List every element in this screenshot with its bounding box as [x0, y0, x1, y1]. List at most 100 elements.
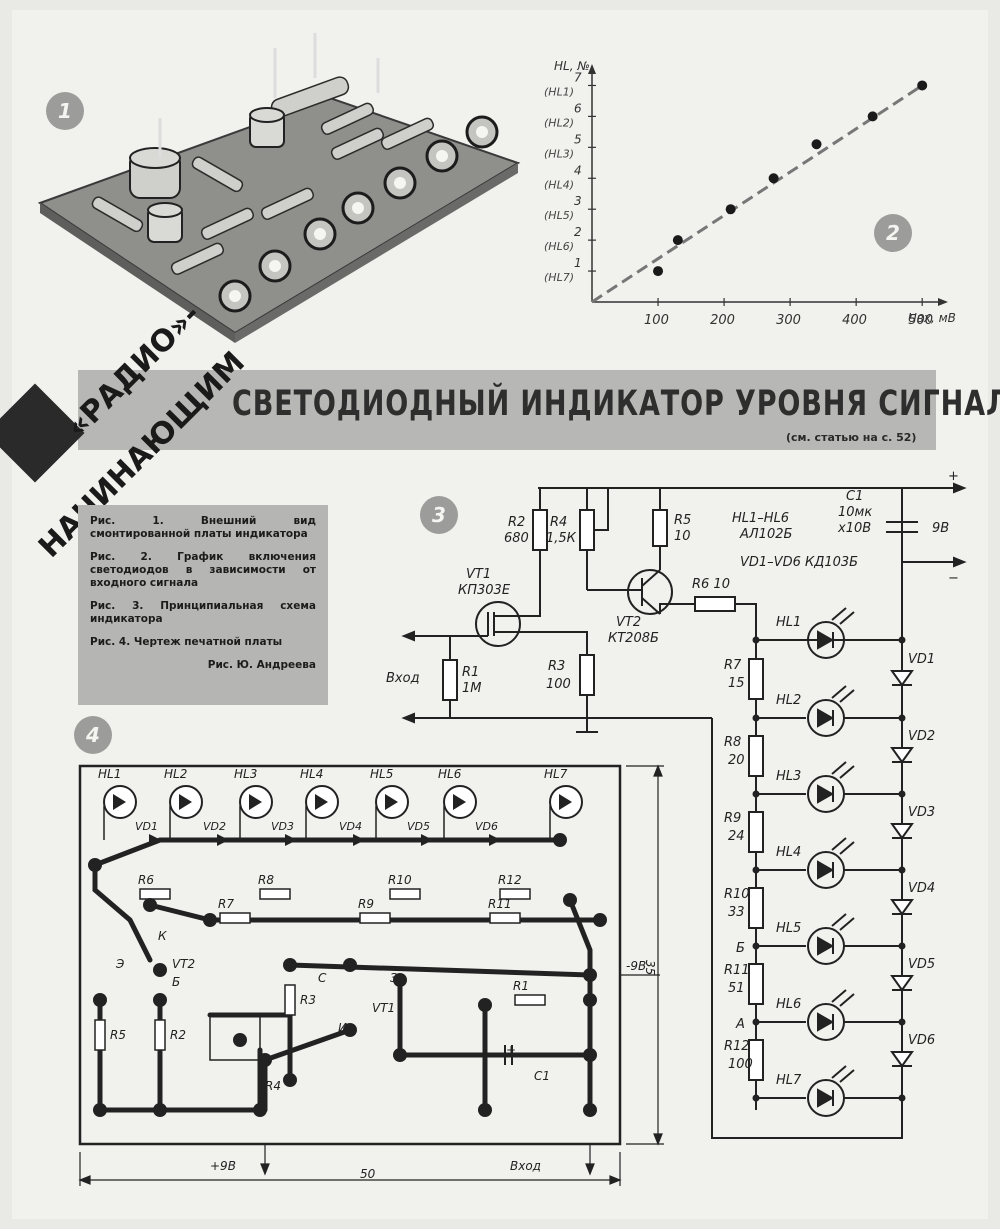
pcb-resistor — [359, 912, 391, 924]
pcb-diode-label: VD5 — [407, 820, 430, 833]
pcb-pad — [93, 1103, 107, 1117]
pcb-resistor — [154, 1019, 166, 1051]
supply-label: 9В — [932, 521, 949, 536]
ladder-resistor — [748, 811, 764, 853]
pcb-diode — [421, 834, 433, 846]
led-ray — [831, 1065, 847, 1079]
ladder-resistor-label: R7 — [724, 658, 742, 673]
ladder-resistor-value: 20 — [728, 753, 745, 768]
pcb-resistor-label: R1 — [513, 979, 529, 993]
pcb-resistor-label: R11 — [488, 897, 512, 911]
led-ray — [839, 841, 855, 855]
data-point — [653, 266, 664, 277]
pcb-pad — [343, 958, 357, 972]
pcb-pad — [583, 968, 597, 982]
y-tick-label: 1 — [574, 256, 582, 270]
led-label: HL6 — [776, 997, 801, 1012]
pcb-plus9: +9В — [210, 1159, 236, 1173]
pcb-led-label: HL3 — [234, 767, 257, 781]
ladder-resistor-value: 100 — [728, 1057, 753, 1072]
led-triangle — [817, 1088, 835, 1108]
x-axis-label: Uвх, мВ — [908, 311, 956, 325]
pcb-diode — [217, 834, 229, 846]
led-ray — [839, 1069, 855, 1083]
led-triangle — [817, 1012, 835, 1032]
diode-label: VD4 — [908, 881, 935, 896]
ladder-resistor-value: 33 — [728, 905, 745, 920]
junction-dot — [752, 636, 760, 644]
fig1-number: 1 — [46, 92, 84, 130]
pcb-resistor-label: R8 — [258, 873, 274, 887]
plus-label: + — [948, 470, 959, 484]
ladder-resistor-label: R9 — [724, 811, 741, 826]
pcb-outline — [78, 764, 622, 1146]
captions-box: Рис. 1. Внешний вид смонтированной платы… — [78, 505, 328, 705]
diode-label: VD2 — [908, 729, 935, 744]
pcb-resistor-label: R4 — [265, 1079, 281, 1093]
x-axis-arrow — [938, 298, 948, 306]
y-axis-label: HL, № — [554, 59, 590, 73]
pcb-pad — [563, 893, 577, 907]
data-point — [867, 111, 878, 122]
minus-label: − — [948, 571, 959, 586]
ladder-resistor-value: 51 — [728, 981, 745, 996]
pcb-c1-label: C1 — [534, 1069, 550, 1083]
pcb-c1-plus: + — [506, 1043, 516, 1057]
pcb-diode-label: VD4 — [339, 820, 362, 833]
c1-value: 10мк — [838, 505, 872, 520]
x-tick-label: 200 — [710, 313, 735, 328]
pcb-diode — [489, 834, 501, 846]
pcb-pin-b: Б — [172, 975, 180, 989]
junction-dot — [898, 1094, 906, 1102]
pcb-pad — [88, 858, 102, 872]
vt2-label: VT2 — [616, 615, 641, 630]
pcb-diode-label: VD1 — [135, 820, 158, 833]
ladder-resistor-value: 15 — [728, 676, 745, 691]
pcb-led-label: HL1 — [98, 767, 121, 781]
y-tick-label: 6 — [574, 101, 582, 115]
r2-label: R2 — [508, 515, 525, 530]
pcb-resistor-label: R9 — [358, 897, 374, 911]
ladder-resistor-value: 24 — [728, 829, 745, 844]
junction-dot — [752, 790, 760, 798]
pcb-resistor — [489, 912, 521, 924]
diode-label: VD6 — [908, 1033, 935, 1048]
diode-label: VD5 — [908, 957, 935, 972]
y-tick-led-label: (HL2) — [544, 116, 574, 129]
led-triangle — [817, 936, 835, 956]
title-banner — [78, 370, 936, 450]
pcb-resistor — [139, 888, 171, 900]
pcb-resistor — [219, 912, 251, 924]
pcb-resistor — [284, 984, 296, 1016]
ladder-resistor — [748, 963, 764, 1005]
pcb-resistor-label: R7 — [218, 897, 234, 911]
pcb-pad — [553, 833, 567, 847]
r3-label: R3 — [548, 659, 565, 674]
pcb-diode-label: VD6 — [475, 820, 498, 833]
y-tick-label: 2 — [574, 225, 582, 239]
pcb-vt1-label: VT1 — [372, 1001, 395, 1015]
pcb-pad — [153, 1103, 167, 1117]
data-point — [672, 235, 683, 246]
pcb-diode — [149, 834, 161, 846]
pcb-pad — [93, 993, 107, 1007]
pcb-diode — [353, 834, 365, 846]
c1-voltage: х10В — [837, 521, 871, 536]
pcb-vt2-label: VT2 — [172, 957, 195, 971]
fig4-number: 4 — [74, 716, 112, 754]
led-ray — [831, 837, 847, 851]
node-a-label: А — [735, 1017, 745, 1032]
data-point — [811, 139, 822, 150]
diode-symbol — [890, 747, 914, 764]
pcb-led-triangle — [559, 794, 572, 810]
junction-dot — [752, 866, 760, 874]
pcb-pin-c: С — [318, 971, 327, 985]
led-triangle — [817, 630, 835, 650]
diode-symbol — [890, 823, 914, 840]
caption-fig3: Рис. 3. Принципиальная схема индикатора — [90, 600, 316, 625]
pcb-led-label: HL6 — [438, 767, 462, 781]
pcb-resistor-label: R2 — [170, 1028, 186, 1042]
r3-value: 100 — [546, 677, 571, 692]
pcb-trimmer-r4 — [209, 1014, 261, 1061]
r1-value: 1М — [462, 681, 482, 696]
